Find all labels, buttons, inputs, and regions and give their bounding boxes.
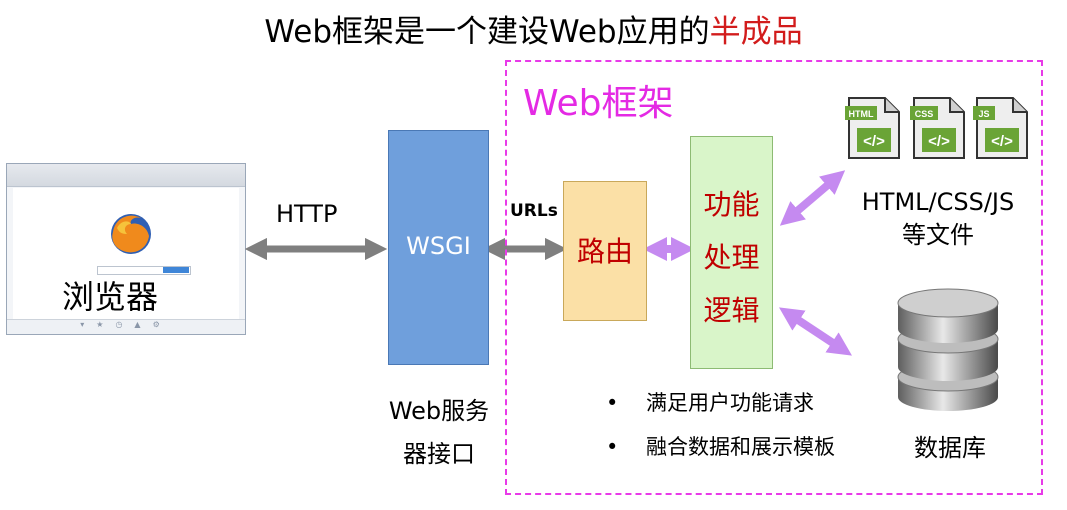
logic-label: 功能 处理 逻辑 (690, 178, 773, 337)
browser-toolbar (7, 164, 245, 187)
css-file-icon: CSS </> (910, 97, 965, 159)
routing-label: 路由 (576, 235, 633, 268)
browser-search-button (163, 267, 189, 273)
web-framework-label: Web框架 (523, 83, 674, 124)
feature-bullet-list: •满足用户功能请求 •融合数据和展示模板 (606, 381, 835, 469)
wsgi-caption-line: Web服务 (388, 397, 490, 425)
routing-box (563, 181, 647, 321)
files-label: HTML/CSS/JS 等文件 (838, 186, 1038, 252)
css-file-tag: CSS (915, 109, 934, 119)
browser-page (13, 188, 239, 320)
wsgi-caption: Web服务 器接口 (370, 390, 508, 476)
bullet-text: 融合数据和展示模板 (646, 435, 835, 459)
html-file-tag: HTML (849, 109, 874, 119)
firefox-logo-icon (111, 214, 151, 254)
logic-label-line: 逻辑 (703, 294, 760, 327)
logic-label-line: 功能 (703, 188, 760, 221)
wsgi-label: WSGI (406, 232, 471, 260)
http-label: HTTP (276, 200, 338, 228)
page-title: Web框架是一个建设Web应用的半成品 (0, 6, 1067, 51)
browser-window-illustration: ▾★◷▲⚙ (6, 163, 246, 335)
logic-files-arrow (779, 170, 846, 226)
browser-footer-icons: ▾★◷▲⚙ (7, 319, 245, 334)
bullet-text: 满足用户功能请求 (646, 391, 814, 415)
web-framework-region (505, 60, 1043, 495)
wsgi-box (388, 130, 489, 365)
html-code-glyph: </> (863, 133, 885, 150)
html-file-icon: HTML </> (845, 97, 900, 159)
logic-box (690, 136, 773, 369)
js-file-tag: JS (978, 109, 989, 119)
js-code-glyph: </> (991, 133, 1013, 150)
browser-search-box (97, 266, 191, 275)
logic-database-arrow (778, 307, 853, 356)
list-item: •满足用户功能请求 (606, 381, 835, 425)
title-highlight: 半成品 (709, 14, 803, 50)
js-file-icon: JS </> (973, 97, 1028, 159)
wsgi-caption-line: 器接口 (403, 440, 475, 468)
files-label-line: HTML/CSS/JS (861, 188, 1015, 216)
list-item: •融合数据和展示模板 (606, 425, 835, 469)
css-code-glyph: </> (928, 133, 950, 150)
browser-label: 浏览器 (62, 278, 159, 316)
urls-label: URLs (510, 201, 558, 221)
title-text: Web框架是一个建设Web应用的 (264, 14, 710, 50)
database-icon (897, 288, 999, 411)
files-label-line: 等文件 (902, 221, 974, 249)
logic-label-line: 处理 (703, 241, 760, 274)
database-label: 数据库 (914, 434, 986, 462)
